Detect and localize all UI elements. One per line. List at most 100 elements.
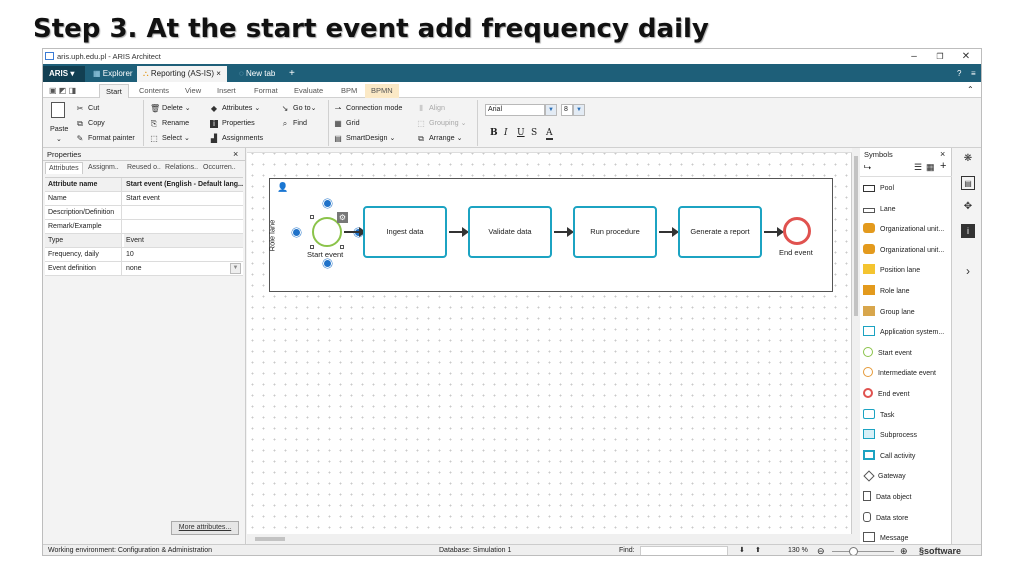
ribbon-tab-start[interactable]: Start [99, 84, 129, 98]
table-row[interactable]: Description/Definition [45, 206, 243, 220]
font-family-dropdown-icon[interactable]: ▼ [545, 104, 557, 116]
quick-access-icons[interactable]: ▣ ◩ ◨ [49, 86, 77, 95]
underline-button[interactable]: U [517, 128, 525, 138]
task-validate-data[interactable]: Validate data [468, 206, 552, 258]
chevron-right-icon[interactable]: › [966, 264, 970, 278]
zoom-slider[interactable] [832, 551, 894, 552]
frequency-daily-value[interactable]: 10 [126, 251, 134, 258]
select-button[interactable]: ⬚Select ⌄ [150, 133, 191, 143]
task-ingest-data[interactable]: Ingest data [363, 206, 447, 258]
attribute-value[interactable]: Start event [126, 195, 160, 202]
event-definition-dropdown-icon[interactable]: ▼ [230, 263, 241, 274]
info-icon[interactable]: i [961, 224, 975, 238]
symbol-task[interactable]: Task [863, 408, 949, 424]
symbol-gateway[interactable]: Gateway [863, 469, 949, 485]
symbol-intermediate-event[interactable]: Intermediate event [863, 366, 949, 382]
bold-button[interactable]: B [490, 128, 498, 138]
font-size-select[interactable]: 8 [561, 104, 573, 116]
rename-button[interactable]: ⎘Rename [150, 118, 189, 128]
format-painter-button[interactable]: ✎Format painter [76, 133, 135, 143]
ribbon-tab-view[interactable]: View [185, 86, 202, 95]
symbol-role-lane[interactable]: Role lane [863, 284, 949, 300]
close-symbols-icon[interactable]: × [940, 149, 946, 159]
sequence-flow[interactable] [659, 227, 679, 237]
sequence-flow[interactable] [764, 227, 784, 237]
symbol-data-store[interactable]: Data store [863, 511, 949, 527]
paste-icon[interactable] [51, 102, 65, 118]
close-tab-icon[interactable]: × [216, 69, 221, 78]
symbol-position-lane[interactable]: Position lane [863, 263, 949, 279]
ribbon-tab-bpm[interactable]: BPM [341, 86, 358, 95]
copy-button[interactable]: ⧉Copy [76, 118, 105, 128]
find-button[interactable]: ⌕Find [281, 118, 307, 128]
more-attributes-button[interactable]: More attributes... [171, 521, 239, 535]
symbol-application-system[interactable]: Application system... [863, 325, 949, 341]
connection-tool-icon[interactable]: ⮡ [864, 162, 872, 172]
navigation-icon[interactable]: ✥ [963, 201, 973, 212]
font-size-dropdown-icon[interactable]: ▼ [573, 104, 585, 116]
sequence-flow[interactable] [344, 227, 366, 237]
scrollbar-thumb[interactable] [854, 156, 858, 316]
close-window-button[interactable]: ✕ [961, 51, 971, 62]
ribbon-tab-contents[interactable]: Contents [139, 86, 170, 95]
gear-icon[interactable]: ⚙ [337, 212, 348, 223]
add-tab-button[interactable]: + [289, 68, 295, 79]
selection-handle[interactable] [310, 215, 314, 219]
zoom-slider-handle[interactable] [849, 547, 858, 555]
selection-handle[interactable] [310, 245, 314, 249]
event-definition-select[interactable]: none [126, 265, 142, 272]
ribbon-tab-format[interactable]: Format [254, 86, 278, 95]
grouping-button[interactable]: ⬚Grouping ⌄ [417, 118, 467, 128]
find-previous-icon[interactable]: ⬆ [755, 547, 761, 554]
table-row[interactable]: Frequency, daily 10 [45, 248, 243, 262]
task-generate-report[interactable]: Generate a report [678, 206, 762, 258]
horizontal-scrollbar[interactable] [247, 534, 852, 544]
paste-dropdown-icon[interactable]: ⌄ [56, 134, 63, 143]
attribute-value[interactable] [124, 220, 243, 233]
strikethrough-button[interactable]: S [531, 128, 538, 138]
font-family-select[interactable]: Arial [485, 104, 545, 116]
symbol-subprocess[interactable]: Subprocess [863, 428, 949, 444]
aris-menu-button[interactable]: ARIS ▾ [43, 66, 85, 82]
font-color-button[interactable]: A [546, 128, 553, 140]
props-tab-assignments[interactable]: Assignm.. [88, 164, 119, 171]
table-row[interactable]: Name Start event [45, 192, 243, 206]
minimize-button[interactable]: – [911, 51, 917, 62]
connect-handle-top[interactable] [323, 199, 332, 208]
cut-button[interactable]: ✂Cut [76, 103, 100, 113]
symbol-org-unit[interactable]: Organizational unit... [863, 222, 949, 238]
help-button[interactable]: ? [957, 69, 962, 78]
symbol-start-event[interactable]: Start event [863, 346, 949, 362]
ribbon-tab-evaluate[interactable]: Evaluate [294, 86, 324, 95]
symbol-data-object[interactable]: Data object [863, 490, 949, 506]
table-row[interactable]: Event definition none ▼ [45, 262, 243, 276]
connect-handle-bottom[interactable] [323, 259, 332, 268]
props-tab-relations[interactable]: Relations.. [165, 164, 199, 171]
sequence-flow[interactable] [449, 227, 469, 237]
arrange-button[interactable]: ⧉Arrange ⌄ [418, 133, 463, 143]
connection-mode-button[interactable]: ⇀Connection mode [334, 103, 403, 113]
props-tab-occurrences[interactable]: Occurren.. [203, 164, 236, 171]
grid-button[interactable]: ▦Grid [334, 118, 359, 128]
model-canvas[interactable]: 👤 Role lane ⚙ Start event Ingest data Va… [247, 148, 852, 544]
panel-icon[interactable]: ▤ [961, 176, 975, 190]
symbol-org-unit-lane[interactable]: Organizational unit... [863, 243, 949, 259]
attributes-button[interactable]: ◆Attributes ⌄ [210, 103, 261, 113]
connect-handle-left[interactable] [292, 228, 301, 237]
collapse-ribbon-icon[interactable]: ⌃ [967, 85, 974, 94]
paste-button[interactable]: Paste [50, 124, 69, 133]
maximize-button[interactable]: ❐ [936, 52, 944, 61]
list-view-icon[interactable]: ☰ [914, 162, 923, 172]
main-menu-button[interactable]: ≡ [971, 69, 976, 78]
symbol-end-event[interactable]: End event [863, 387, 949, 403]
table-row[interactable]: Remark/Example [45, 220, 243, 234]
delete-button[interactable]: 🗑Delete ⌄ [150, 103, 191, 113]
scrollbar-thumb[interactable] [255, 537, 285, 541]
sequence-flow[interactable] [554, 227, 574, 237]
task-run-procedure[interactable]: Run procedure [573, 206, 657, 258]
role-lane[interactable]: 👤 Role lane ⚙ Start event Ingest data Va… [267, 178, 833, 292]
zoom-in-icon[interactable]: ⊕ [900, 546, 908, 556]
align-button[interactable]: ⫴Align [417, 103, 445, 113]
props-tab-reused[interactable]: Reused o.. [127, 164, 161, 171]
